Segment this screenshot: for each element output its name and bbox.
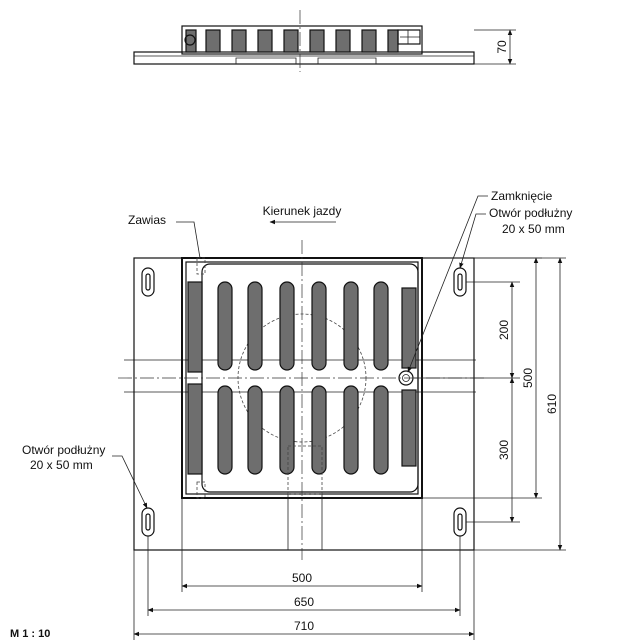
plan-view: [118, 240, 486, 560]
hinge-leader: [176, 221, 201, 259]
slot-left-label-line1: Otwór podłużny: [22, 443, 105, 457]
dimension-width-total: 710: [294, 619, 314, 633]
horizontal-channel: [124, 359, 476, 393]
dimension-slot-upper: 200: [497, 320, 511, 340]
grate-side-bar-right-bottom: [401, 389, 417, 467]
hinge-label: Zawias: [128, 213, 166, 227]
dimension-height: 70: [474, 29, 516, 65]
lock-label: Zamknięcie: [491, 189, 553, 203]
direction-label: Kierunek jazdy: [263, 204, 342, 218]
base-plate-slot-br: [453, 507, 467, 537]
hidden-drain-box: [287, 445, 323, 495]
slot-right-leader: [459, 213, 486, 269]
side-section-ribs: [185, 29, 399, 53]
grate-side-bar-right-top: [401, 287, 417, 369]
lock-leader: [407, 195, 488, 373]
hinge-bottom: [196, 481, 206, 499]
slot-right-label-line2: 20 x 50 mm: [502, 222, 565, 236]
grate-slots-top: [217, 281, 389, 371]
scale-label: M 1 : 10: [10, 628, 50, 640]
dimension-width-slots: 650: [294, 595, 314, 609]
hinge-top: [196, 257, 206, 275]
vertical-channel: [287, 494, 323, 550]
side-hinge-detail: [184, 34, 196, 46]
base-plate-slot-tl: [141, 267, 155, 297]
dimensions: 200 300 500 610 500 650 710: [133, 257, 566, 640]
dimension-slot-lower: 300: [497, 440, 511, 460]
dimension-plate-height: 610: [545, 394, 559, 414]
grate-side-bar-left-top: [187, 281, 203, 373]
dimension-width-inner: 500: [292, 571, 312, 585]
slot-left-label-line2: 20 x 50 mm: [30, 458, 93, 472]
grate-slots-bottom: [217, 385, 389, 475]
slot-right-label-line1: Otwór podłużny: [489, 206, 572, 220]
side-lock-detail: [397, 29, 421, 45]
annotations: Kierunek jazdy Zawias Zamknięcie Otwór p…: [10, 189, 572, 640]
dimension-height-value: 70: [495, 40, 509, 54]
base-plate-slot-tr: [453, 267, 467, 297]
grate-side-bar-left-bottom: [187, 383, 203, 475]
dimension-frame-inner: 500: [521, 368, 535, 388]
slot-left-leader: [112, 455, 148, 509]
base-plate-slot-bl: [141, 507, 155, 537]
side-section-view: 70: [133, 10, 516, 72]
